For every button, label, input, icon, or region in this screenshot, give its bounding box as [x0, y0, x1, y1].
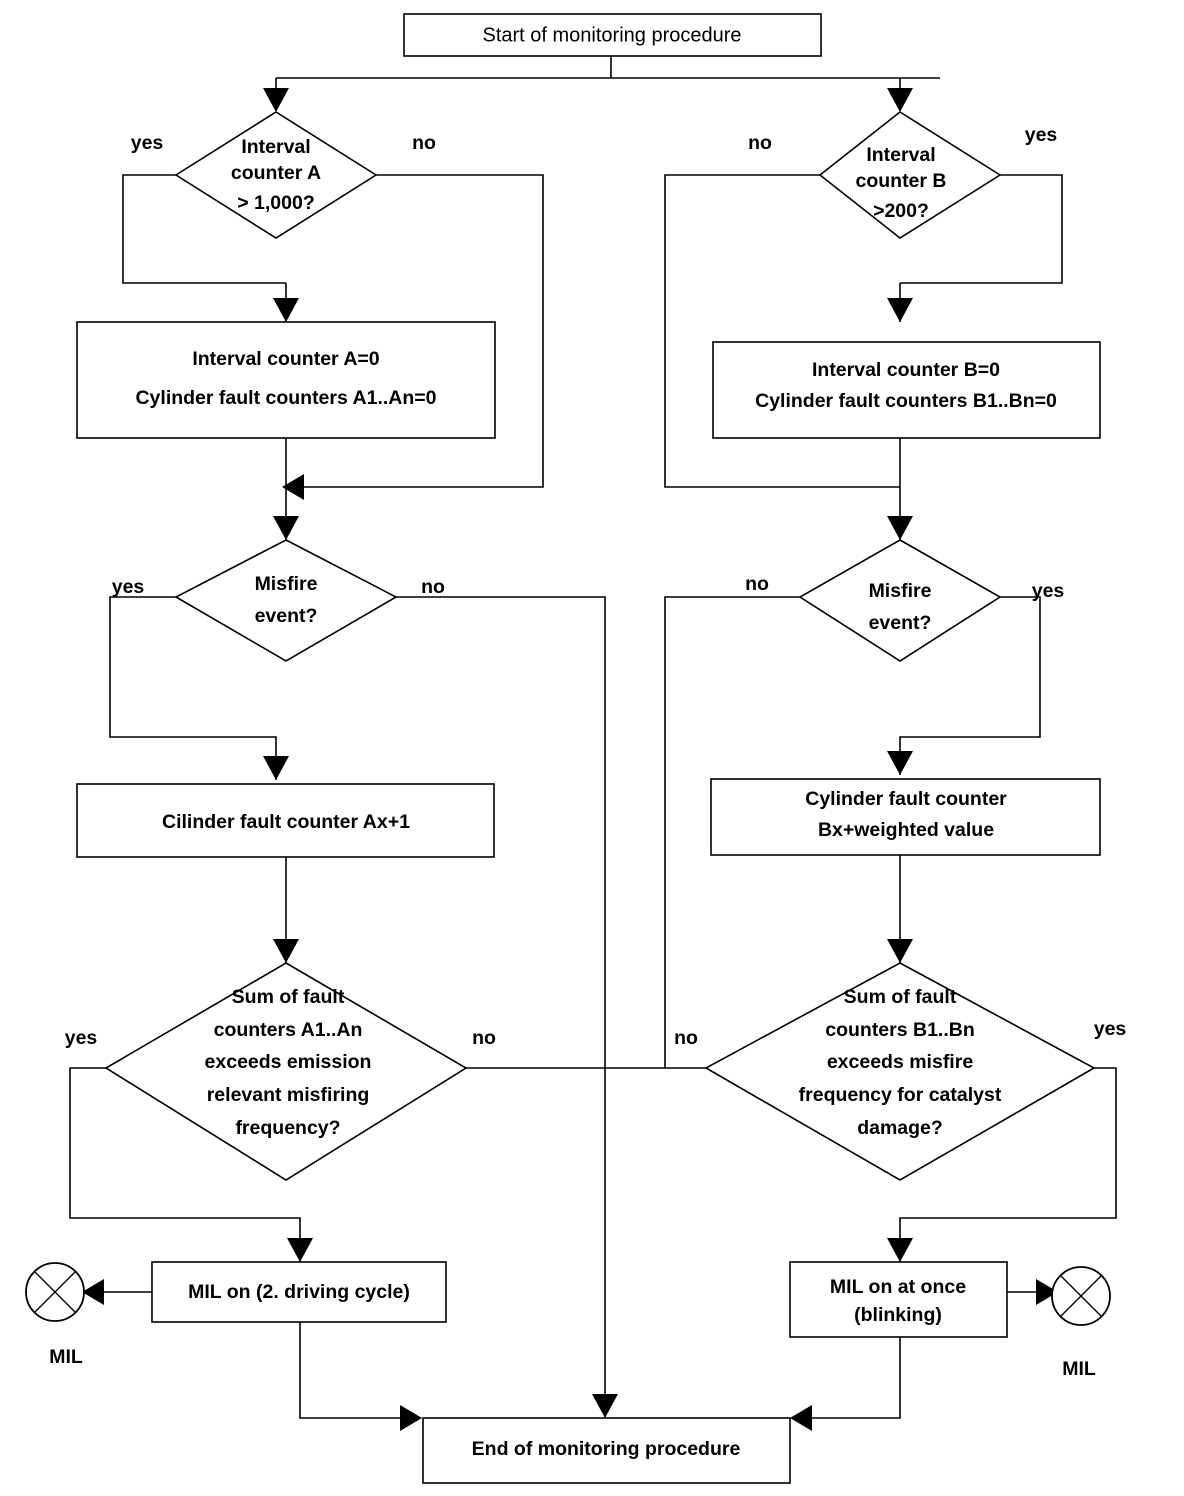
sumA-line1: Sum of fault	[232, 986, 345, 1008]
node-increment-counter-b[interactable]: Cylinder fault counter Bx+weighted value	[710, 778, 1101, 856]
sumB-line5: damage?	[857, 1117, 943, 1139]
resetB-line2: Cylinder fault counters B1..Bn=0	[755, 390, 1057, 412]
node-decision-sum-counters-a[interactable]: Sum of fault counters A1..An exceeds emi…	[104, 962, 468, 1181]
edge-milA-to-end	[299, 1322, 400, 1419]
node-decision-sum-counters-b[interactable]: Sum of fault counters B1..Bn exceeds mis…	[704, 962, 1096, 1181]
node-reset-counters-a[interactable]: Interval counter A=0 Cylinder fault coun…	[76, 321, 496, 439]
edge-misfireB-no	[605, 596, 800, 1069]
decA-line2: counter A	[231, 162, 321, 184]
edge-sumB-yes	[899, 1067, 1117, 1262]
edge-milB-to-end	[812, 1322, 901, 1419]
arrowhead-milA-end	[400, 1405, 422, 1431]
node-decision-interval-counter-b[interactable]: Interval counter B >200?	[818, 111, 1002, 239]
arrowhead-into-counterB	[887, 751, 913, 775]
label-misfireA-no: no	[421, 576, 445, 598]
resetA-line2: Cylinder fault counters A1..An=0	[135, 387, 436, 409]
misfireB-line1: Misfire	[869, 580, 932, 602]
resetB-line1: Interval counter B=0	[812, 359, 1000, 381]
decA-line1: Interval	[241, 136, 310, 158]
node-start-label: Start of monitoring procedure	[482, 24, 741, 46]
node-reset-counters-b[interactable]: Interval counter B=0 Cylinder fault coun…	[712, 341, 1101, 439]
label-sumA-yes: yes	[65, 1027, 98, 1049]
edge-sumA-yes	[69, 1067, 301, 1262]
edge-decB-no	[664, 174, 900, 488]
label-decB-yes: yes	[1025, 124, 1058, 146]
decB-line3: >200?	[873, 200, 929, 222]
node-end-label: End of monitoring procedure	[472, 1438, 741, 1460]
label-misfireB-no: no	[745, 573, 769, 595]
connectors	[69, 56, 1117, 1431]
decA-line3: > 1,000?	[237, 192, 315, 214]
edge-misfireA-yes	[109, 596, 277, 780]
misfireA-line2: event?	[255, 605, 318, 627]
node-start[interactable]: Start of monitoring procedure	[403, 13, 822, 57]
milA-line1: MIL on (2. driving cycle)	[188, 1281, 410, 1303]
misfireB-line2: event?	[869, 612, 932, 634]
label-decA-no: no	[412, 132, 436, 154]
arrowhead-to-misfireB	[887, 516, 913, 540]
arrowhead-to-decA	[263, 88, 289, 112]
decB-line1: Interval	[866, 144, 935, 166]
edge-misfireA-no-to-end	[396, 596, 606, 1418]
arrowhead-into-counterA	[263, 756, 289, 780]
arrowhead-into-resetA	[273, 298, 299, 322]
arrowhead-to-sumA	[273, 939, 299, 963]
arrowhead-into-milB	[887, 1238, 913, 1262]
milB-line2: (blinking)	[854, 1304, 942, 1326]
sumA-line4: relevant misfiring	[207, 1084, 370, 1106]
label-misfireB-yes: yes	[1032, 580, 1065, 602]
counterB-line1: Cylinder fault counter	[805, 788, 1007, 810]
arrowhead-to-sumB	[887, 939, 913, 963]
resetA-line1: Interval counter A=0	[192, 348, 379, 370]
edge-decB-yes	[900, 174, 1063, 284]
milB-line1: MIL on at once	[830, 1276, 966, 1298]
lamp-mil-left-icon	[25, 1262, 85, 1322]
sumB-line2: counters B1..Bn	[825, 1019, 975, 1041]
arrowhead-center-to-end	[592, 1394, 618, 1418]
sumA-line2: counters A1..An	[214, 1019, 363, 1041]
label-sumB-no: no	[674, 1027, 698, 1049]
node-mil-on-second-cycle[interactable]: MIL on (2. driving cycle)	[151, 1261, 447, 1323]
sumA-line3: exceeds emission	[205, 1051, 372, 1073]
label-misfireA-yes: yes	[112, 576, 145, 598]
arrowhead-milB-end	[790, 1405, 812, 1431]
lamp-mil-right-caption: MIL	[1062, 1358, 1096, 1380]
label-decB-no: no	[748, 132, 772, 154]
label-sumA-no: no	[472, 1027, 496, 1049]
misfireA-line1: Misfire	[255, 573, 318, 595]
label-sumB-yes: yes	[1094, 1018, 1127, 1040]
arrowhead-to-decB	[887, 88, 913, 112]
counterA-line1: Cilinder fault counter Ax+1	[162, 811, 410, 833]
arrowhead-to-lampB	[1036, 1279, 1058, 1305]
arrowhead-into-resetB	[887, 298, 913, 322]
arrowhead-to-misfireA	[273, 516, 299, 540]
node-end[interactable]: End of monitoring procedure	[422, 1417, 791, 1484]
arrowhead-into-milA	[287, 1238, 313, 1262]
node-mil-on-at-once[interactable]: MIL on at once (blinking)	[789, 1261, 1008, 1338]
edge-decA-yes	[122, 174, 286, 284]
arrowhead-to-lampA	[82, 1279, 104, 1305]
decB-line2: counter B	[855, 170, 946, 192]
sumB-line4: frequency for catalyst	[799, 1084, 1002, 1106]
lamp-mil-left-caption: MIL	[49, 1346, 83, 1368]
arrowhead-decA-no-merge	[282, 474, 304, 500]
node-decision-misfire-b[interactable]: Misfire event?	[798, 539, 1002, 662]
edge-misfireB-yes	[899, 596, 1041, 775]
sumA-line5: frequency?	[235, 1117, 340, 1139]
edge-decA-no	[300, 174, 544, 488]
node-decision-interval-counter-a[interactable]: Interval counter A > 1,000?	[174, 111, 378, 239]
lamp-mil-right-icon	[1051, 1266, 1111, 1326]
sumB-line3: exceeds misfire	[827, 1051, 974, 1073]
label-decA-yes: yes	[131, 132, 164, 154]
sumB-line1: Sum of fault	[844, 986, 957, 1008]
node-increment-counter-a[interactable]: Cilinder fault counter Ax+1	[76, 783, 495, 858]
counterB-line2: Bx+weighted value	[818, 819, 994, 841]
node-decision-misfire-a[interactable]: Misfire event?	[174, 539, 398, 662]
